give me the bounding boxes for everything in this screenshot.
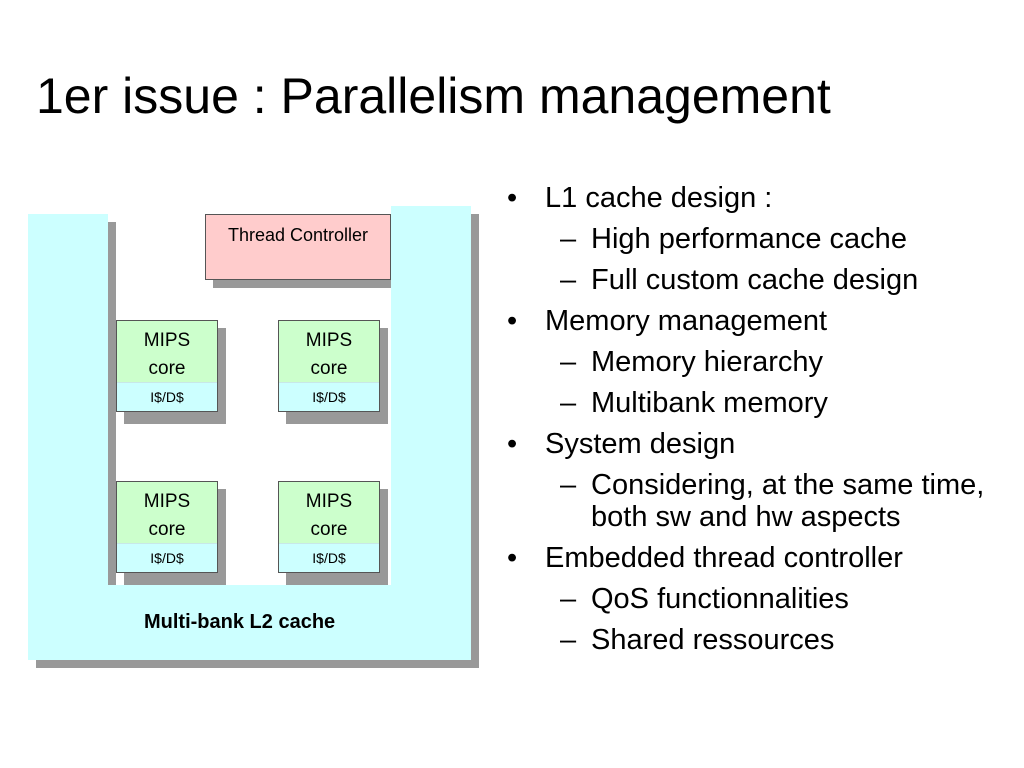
l1-cache-strip: I$/D$ (117, 382, 217, 411)
core-label: MIPS core (143, 330, 191, 379)
dash-marker: – (560, 469, 577, 501)
slide-title: 1er issue : Parallelism management (36, 68, 831, 124)
core-label: MIPS core (305, 491, 353, 540)
mips-core-3: MIPS core I$/D$ (116, 481, 218, 573)
l2-bottom-bar (108, 585, 391, 660)
bullet-marker: • (507, 428, 518, 460)
cmp-architecture-diagram: Thread Controller MIPS core I$/D$ MIPS c… (0, 0, 490, 768)
thread-controller-label: Thread Controller (227, 225, 369, 245)
l2-cache-label: Multi-bank L2 cache (144, 611, 336, 633)
sub-bullet-item: –QoS functionnalities (505, 583, 1005, 615)
dash-marker: – (560, 223, 577, 255)
bullet-item: • System design (505, 428, 1005, 460)
thread-controller-box: Thread Controller (205, 214, 391, 280)
core-label: MIPS core (143, 491, 191, 540)
sub-bullet-item: –Shared ressources (505, 624, 1005, 656)
mips-core-1: MIPS core I$/D$ (116, 320, 218, 412)
sub-bullet-text: High performance cache (591, 223, 907, 255)
dash-marker: – (560, 583, 577, 615)
sub-bullet-item: –Full custom cache design (505, 264, 1005, 296)
bullet-text: System design (545, 428, 736, 460)
sub-bullet-text: Multibank memory (591, 387, 828, 419)
sub-bullet-item: –Multibank memory (505, 387, 1005, 419)
sub-bullet-text: Memory hierarchy (591, 346, 824, 378)
bullet-marker: • (507, 542, 518, 574)
sub-bullet-item: –Considering, at the same time, both sw … (505, 469, 1005, 533)
bullet-list: •L1 cache design : –High performance cac… (505, 182, 1005, 656)
dash-marker: – (560, 346, 577, 378)
sub-bullet-item: –High performance cache (505, 223, 1005, 255)
sub-bullet-text: Shared ressources (591, 624, 835, 656)
l1-cache-strip: I$/D$ (117, 543, 217, 572)
dash-marker: – (560, 264, 577, 296)
l1-cache-strip: I$/D$ (279, 543, 379, 572)
mips-core-2: MIPS core I$/D$ (278, 320, 380, 412)
sub-bullet-item: –Memory hierarchy (505, 346, 1005, 378)
l1-cache-strip: I$/D$ (279, 382, 379, 411)
bullet-text: Embedded thread controller (545, 542, 903, 574)
bullet-marker: • (507, 182, 518, 214)
bullet-item: • Memory management (505, 305, 1005, 337)
bullet-item: • Embedded thread controller (505, 542, 1005, 574)
bullet-item: • L1 cache design : (505, 182, 1005, 214)
mips-core-4: MIPS core I$/D$ (278, 481, 380, 573)
dash-marker: – (560, 387, 577, 419)
l2-left-column (28, 214, 108, 660)
dash-marker: – (560, 624, 577, 656)
bullet-text: Memory management (545, 305, 828, 337)
l2-right-column (391, 206, 471, 660)
sub-bullet-text: QoS functionnalities (591, 583, 849, 615)
bullet-text: L1 cache design : (545, 182, 773, 214)
core-label: MIPS core (305, 330, 353, 379)
sub-bullet-text: Full custom cache design (591, 264, 919, 296)
bullet-marker: • (507, 305, 518, 337)
sub-bullet-text: Considering, at the same time, both sw a… (591, 469, 985, 533)
